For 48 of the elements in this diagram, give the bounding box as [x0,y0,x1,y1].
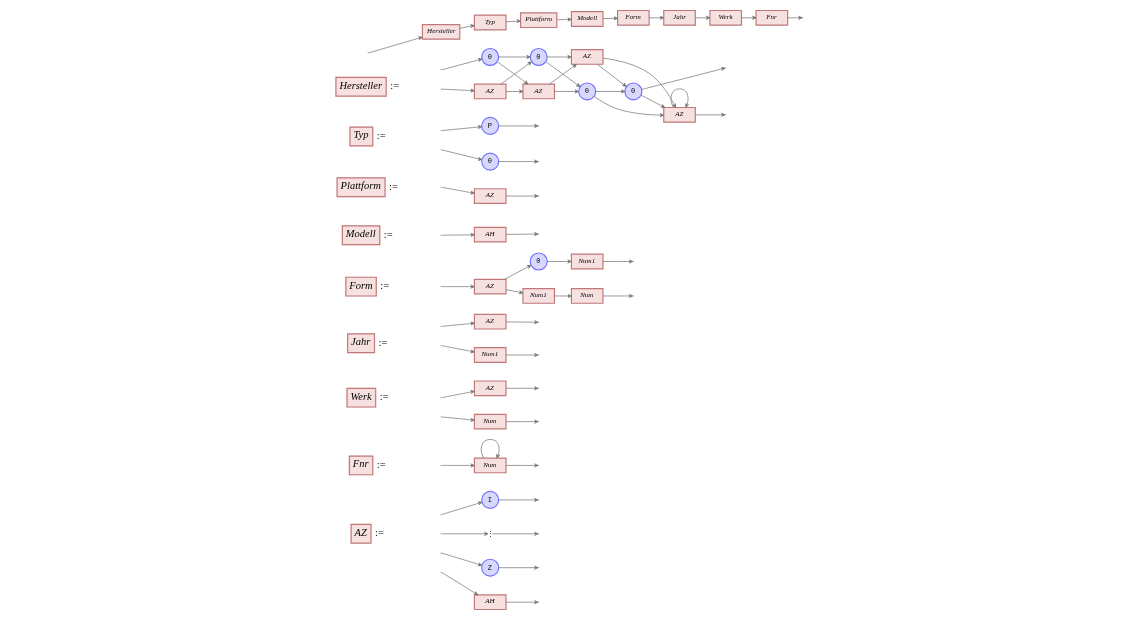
arrow [441,59,479,71]
arrow [546,259,572,264]
arrow [595,89,626,94]
arrow [741,15,757,20]
node-label: := [389,180,398,192]
arrow [602,16,618,21]
arrow [505,89,524,94]
arrow [505,289,524,295]
arrow [441,391,472,398]
node-label: := [380,280,390,292]
arrow [546,55,572,59]
arrow [505,19,521,24]
arrow [441,533,485,535]
arrow [441,416,472,421]
arrow [441,88,472,91]
arrow [597,63,627,87]
arrow [441,186,472,193]
arrow [441,149,479,160]
node-label: := [390,80,400,92]
arrow [504,264,532,280]
arrow [441,572,476,594]
arrow [441,465,472,466]
arrow [441,126,479,131]
arrow [556,17,572,22]
node-label: := [376,130,386,142]
node-label: := [383,228,393,240]
arrow [670,88,689,108]
arrow [602,57,676,108]
node-label: := [376,459,386,471]
arrow [441,323,472,327]
arrow [459,24,475,29]
arrow [441,286,472,287]
arrow [695,15,711,20]
arrow [480,439,500,459]
arrow [441,552,479,565]
arrow [593,96,665,118]
node-label: := [379,391,389,403]
arrow [441,345,472,352]
arrow [441,502,479,515]
arrow [648,15,665,20]
arrow [441,234,472,236]
node-label: := [378,336,388,348]
arrow [368,37,420,54]
arrow [498,55,531,59]
arrow [554,89,579,94]
arrow [640,94,666,108]
node-label: := [375,527,384,539]
arrow [554,294,572,298]
